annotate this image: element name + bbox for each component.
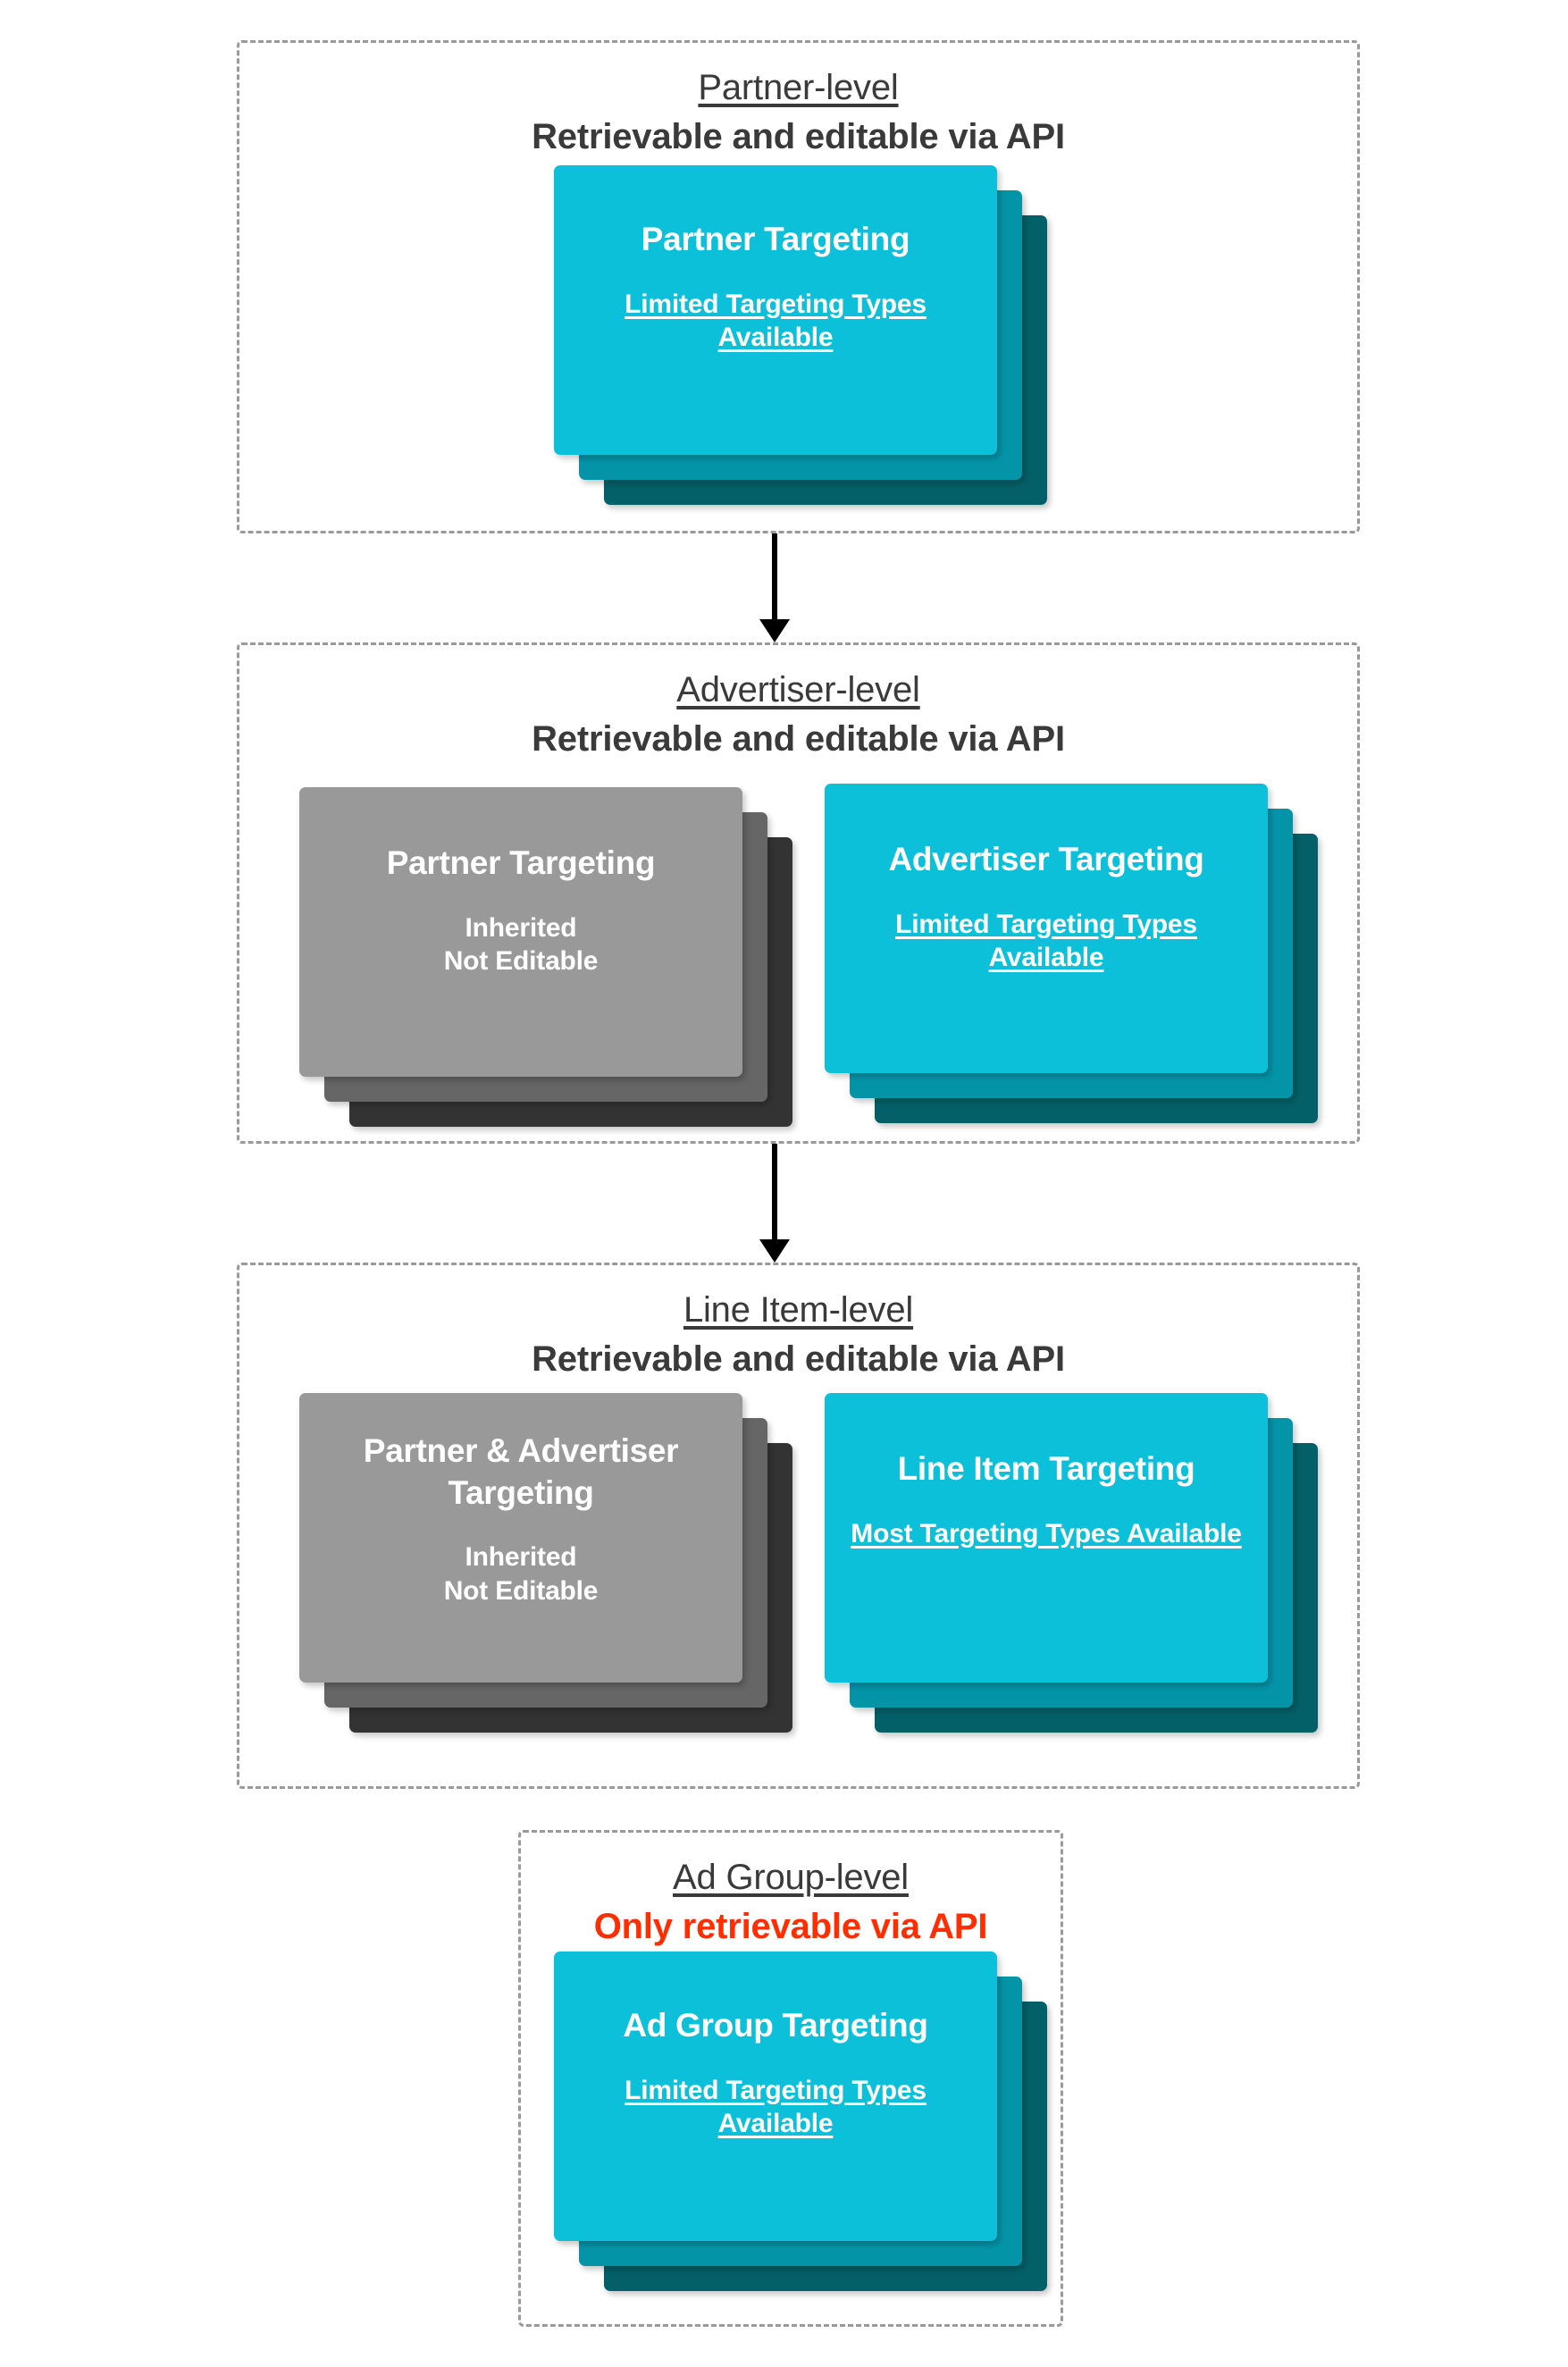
level-title-partner: Partner-level <box>698 68 899 107</box>
card-title: Partner Targeting <box>641 221 910 257</box>
card-body: Ad Group Targeting Limited Targeting Typ… <box>554 2005 997 2141</box>
card-title: Advertiser Targeting <box>888 841 1204 877</box>
card-title: Line Item Targeting <box>897 1450 1195 1487</box>
level-api-note-advertiser: Retrievable and editable via API <box>532 718 1065 759</box>
level-panel-advertiser: Advertiser-level Retrievable and editabl… <box>237 642 1360 1144</box>
card-body: Partner Targeting Limited Targeting Type… <box>554 219 997 355</box>
card-title: Ad Group Targeting <box>623 2007 928 2044</box>
level-panel-partner: Partner-level Retrievable and editable v… <box>237 40 1360 533</box>
level-title-advertiser: Advertiser-level <box>676 670 920 709</box>
card-body: Advertiser Targeting Limited Targeting T… <box>825 839 1268 975</box>
level-title-ad-group: Ad Group-level <box>673 1858 909 1897</box>
connector-arrowhead <box>759 619 790 642</box>
card-stack-partner-targeting-inherited: Partner Targeting Inherited Not Editable <box>299 787 792 1127</box>
level-api-note-line-item: Retrievable and editable via API <box>532 1339 1065 1379</box>
card-body: Partner & Advertiser Targeting Inherited… <box>299 1431 742 1608</box>
card-body: Partner Targeting Inherited Not Editable <box>299 843 742 978</box>
card-advertiser-targeting[interactable]: Advertiser Targeting Limited Targeting T… <box>825 784 1268 1073</box>
level-panel-ad-group: Ad Group-level Only retrievable via API … <box>518 1830 1063 2327</box>
card-title: Partner Targeting <box>386 844 656 881</box>
level-header-partner: Partner-level Retrievable and editable v… <box>239 66 1357 159</box>
card-partner-targeting[interactable]: Partner Targeting Limited Targeting Type… <box>554 165 997 455</box>
card-stack-line-item-targeting: Line Item Targeting Most Targeting Types… <box>825 1393 1318 1733</box>
card-note: Limited Targeting Types Available <box>625 2075 927 2139</box>
card-note: Limited Targeting Types Available <box>895 909 1197 973</box>
card-note: Limited Targeting Types Available <box>625 289 927 353</box>
card-note: Inherited Not Editable <box>443 912 599 977</box>
level-panel-line-item: Line Item-level Retrievable and editable… <box>237 1263 1360 1789</box>
card-note: Inherited Not Editable <box>443 1542 599 1607</box>
card-partner-advertiser-targeting-inherited[interactable]: Partner & Advertiser Targeting Inherited… <box>299 1393 742 1683</box>
connector-shaft <box>772 533 777 619</box>
connector-partner-to-advertiser <box>757 533 792 642</box>
level-api-note-ad-group: Only retrievable via API <box>593 1906 988 1946</box>
level-title-line-item: Line Item-level <box>683 1290 914 1330</box>
card-stack-ad-group-targeting: Ad Group Targeting Limited Targeting Typ… <box>554 1952 1047 2291</box>
card-title: Partner & Advertiser Targeting <box>363 1432 679 1511</box>
level-header-ad-group: Ad Group-level Only retrievable via API <box>521 1856 1061 1949</box>
connector-shaft <box>772 1144 777 1239</box>
level-header-advertiser: Advertiser-level Retrievable and editabl… <box>239 668 1357 761</box>
card-note: Most Targeting Types Available <box>851 1518 1242 1549</box>
connector-arrowhead <box>759 1239 790 1263</box>
card-ad-group-targeting[interactable]: Ad Group Targeting Limited Targeting Typ… <box>554 1952 997 2241</box>
level-api-note-partner: Retrievable and editable via API <box>532 116 1065 156</box>
connector-advertiser-to-line-item <box>757 1144 792 1263</box>
card-stack-partner-advertiser-targeting-inherited: Partner & Advertiser Targeting Inherited… <box>299 1393 792 1733</box>
card-stack-partner-targeting: Partner Targeting Limited Targeting Type… <box>554 165 1047 505</box>
card-body: Line Item Targeting Most Targeting Types… <box>825 1448 1268 1550</box>
card-partner-targeting-inherited[interactable]: Partner Targeting Inherited Not Editable <box>299 787 742 1077</box>
level-header-line-item: Line Item-level Retrievable and editable… <box>239 1288 1357 1381</box>
card-line-item-targeting[interactable]: Line Item Targeting Most Targeting Types… <box>825 1393 1268 1683</box>
card-stack-advertiser-targeting: Advertiser Targeting Limited Targeting T… <box>825 784 1318 1123</box>
